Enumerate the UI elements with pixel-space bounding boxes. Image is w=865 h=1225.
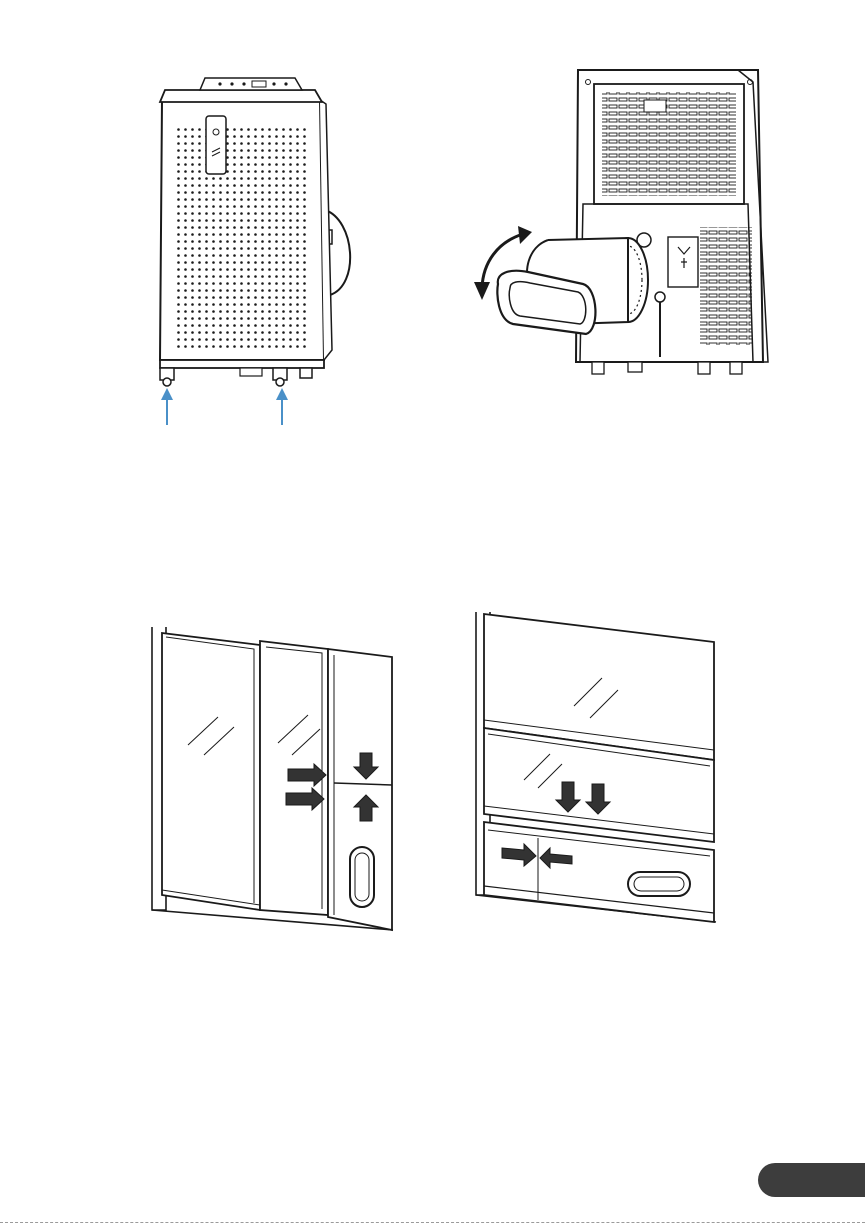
page-number bbox=[758, 1163, 865, 1197]
sliding-window-kit-icon bbox=[148, 625, 398, 935]
portable-ac-front-icon bbox=[140, 70, 370, 430]
hung-window-kit-icon bbox=[474, 610, 724, 930]
page-bottom-rule bbox=[0, 1222, 865, 1223]
portable-ac-front-figure bbox=[140, 70, 370, 430]
page-number-tab bbox=[758, 1163, 865, 1197]
portable-ac-rear-figure bbox=[468, 62, 778, 392]
hung-window-figure bbox=[474, 610, 724, 930]
portable-ac-rear-icon bbox=[468, 62, 778, 392]
sliding-window-figure bbox=[148, 625, 398, 935]
